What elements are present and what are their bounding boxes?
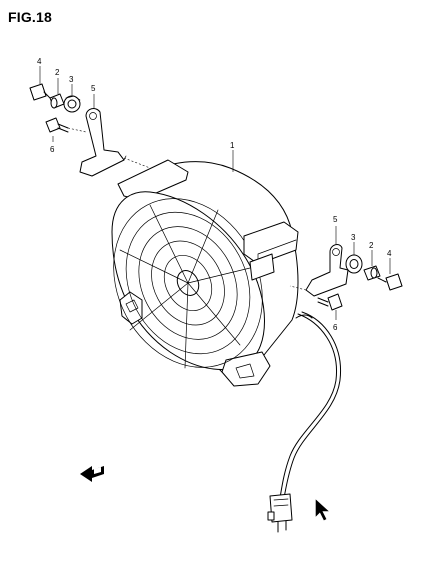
leader-lines (39, 66, 391, 320)
left-bracket-bolt (45, 117, 87, 133)
callout-right-bracket: 5 (333, 215, 338, 224)
callout-fan-assembly: 1 (230, 141, 235, 150)
wire-harness (267, 311, 342, 533)
callout-left-spacer: 2 (55, 68, 60, 77)
right-bracket (289, 244, 349, 297)
right-spacer (363, 265, 381, 281)
callout-right-bolt: 4 (387, 249, 392, 258)
callout-left-bolt: 4 (37, 57, 42, 66)
callout-left-bracket: 5 (91, 84, 96, 93)
right-cushion (345, 254, 363, 274)
fan-shroud (111, 159, 313, 387)
right-bracket-bolt (317, 293, 343, 311)
callout-right-cushion: 3 (351, 233, 356, 242)
callout-left-bracket-bolt: 6 (50, 145, 55, 154)
left-bolt (29, 83, 51, 101)
front-direction-arrow-icon (80, 466, 104, 482)
figure-title: FIG.18 (8, 9, 52, 25)
callout-right-spacer: 2 (369, 241, 374, 250)
left-bracket (79, 108, 151, 177)
callout-left-cushion: 3 (69, 75, 74, 84)
right-bolt (377, 273, 403, 291)
pointer-arrow-icon (315, 499, 329, 521)
callout-right-bracket-bolt: 6 (333, 323, 338, 332)
left-cushion (63, 95, 81, 113)
left-spacer (49, 93, 65, 109)
